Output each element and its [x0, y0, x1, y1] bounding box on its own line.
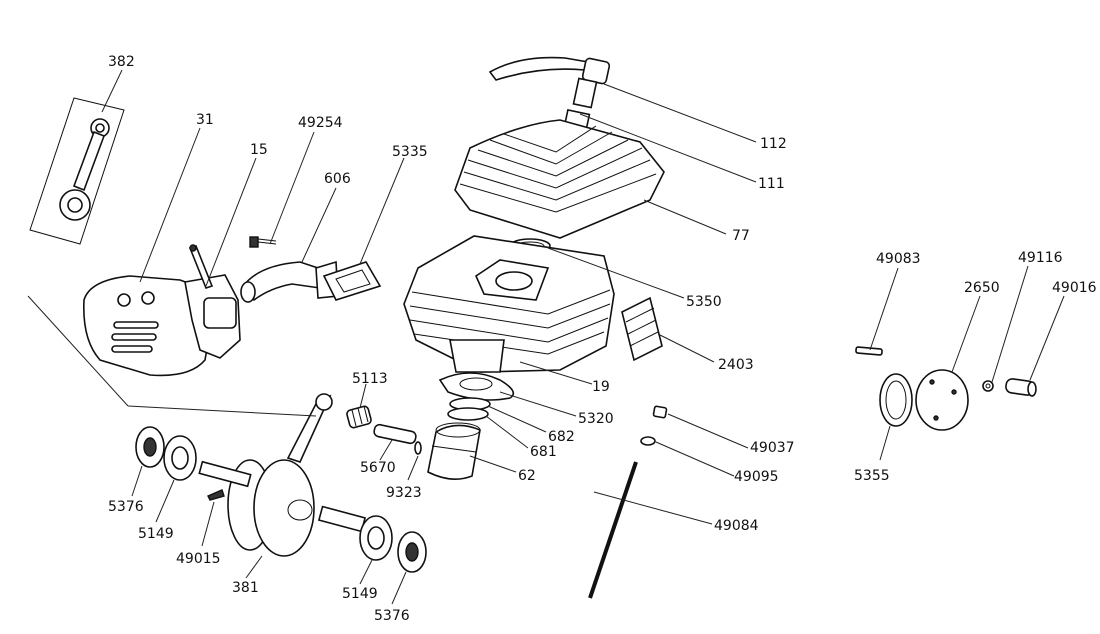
right-seal-5376	[397, 531, 427, 573]
piston	[427, 422, 481, 480]
port-insert-2403	[621, 296, 663, 362]
intake-pipe	[240, 260, 339, 303]
label-49015: 49015	[176, 551, 221, 567]
label-49116: 49116	[1018, 250, 1063, 266]
nut-49037	[652, 405, 668, 419]
label-77: 77	[732, 228, 750, 244]
label-49083: 49083	[876, 251, 921, 267]
label-49084: 49084	[714, 518, 759, 534]
label-5376-left: 5376	[108, 499, 144, 515]
label-682: 682	[548, 429, 575, 445]
washer-49116	[982, 380, 994, 392]
label-49037: 49037	[750, 440, 795, 456]
pin-49083	[855, 346, 883, 356]
base-gasket	[438, 372, 515, 401]
label-19: 19	[592, 379, 610, 395]
label-5149-right: 5149	[342, 586, 378, 602]
label-5350: 5350	[686, 294, 722, 310]
label-15: 15	[250, 142, 268, 158]
piston-rings	[447, 397, 491, 421]
label-5355: 5355	[854, 468, 890, 484]
label-9323: 9323	[386, 485, 422, 501]
cover-plate-2650	[915, 369, 969, 431]
right-bearing-5149	[359, 515, 393, 561]
label-49254: 49254	[298, 115, 343, 131]
washer-49095	[640, 436, 656, 446]
needle-bearing	[346, 405, 372, 429]
label-111: 111	[758, 176, 785, 192]
bolt-49254	[249, 236, 277, 248]
left-bearing-5149	[163, 435, 197, 481]
sleeve-49016	[1005, 378, 1037, 397]
cylinder-head	[454, 119, 665, 239]
label-2403: 2403	[718, 357, 754, 373]
label-112: 112	[760, 136, 787, 152]
connecting-rod-inset	[29, 97, 125, 245]
label-49095: 49095	[734, 469, 779, 485]
left-seal-5376	[135, 426, 165, 468]
circlip	[414, 441, 422, 455]
piston-pin	[373, 423, 417, 445]
label-382: 382	[108, 54, 135, 70]
crankshaft	[198, 393, 367, 557]
engine-cover-carburetor	[83, 244, 241, 377]
label-62: 62	[518, 468, 536, 484]
label-49016: 49016	[1052, 280, 1097, 296]
label-681: 681	[530, 444, 557, 460]
cylinder	[403, 235, 615, 373]
label-5335: 5335	[392, 144, 428, 160]
intake-gasket	[322, 261, 382, 301]
label-5149-left: 5149	[138, 526, 174, 542]
label-31: 31	[196, 112, 214, 128]
label-5320: 5320	[578, 411, 614, 427]
label-381: 381	[232, 580, 259, 596]
spark-plug-cap	[488, 56, 611, 149]
stud-49084	[588, 461, 638, 599]
woodruff-key-49015	[207, 489, 225, 501]
leader-lines	[27, 69, 1065, 605]
label-5113: 5113	[352, 371, 388, 387]
part-labels: 382 31 15 49254 606 5335 112 111 77 5350…	[108, 54, 1097, 624]
label-606: 606	[324, 171, 351, 187]
label-5670: 5670	[360, 460, 396, 476]
seal-ring-5355	[879, 373, 913, 427]
label-2650: 2650	[964, 280, 1000, 296]
label-5376-right: 5376	[374, 608, 410, 624]
